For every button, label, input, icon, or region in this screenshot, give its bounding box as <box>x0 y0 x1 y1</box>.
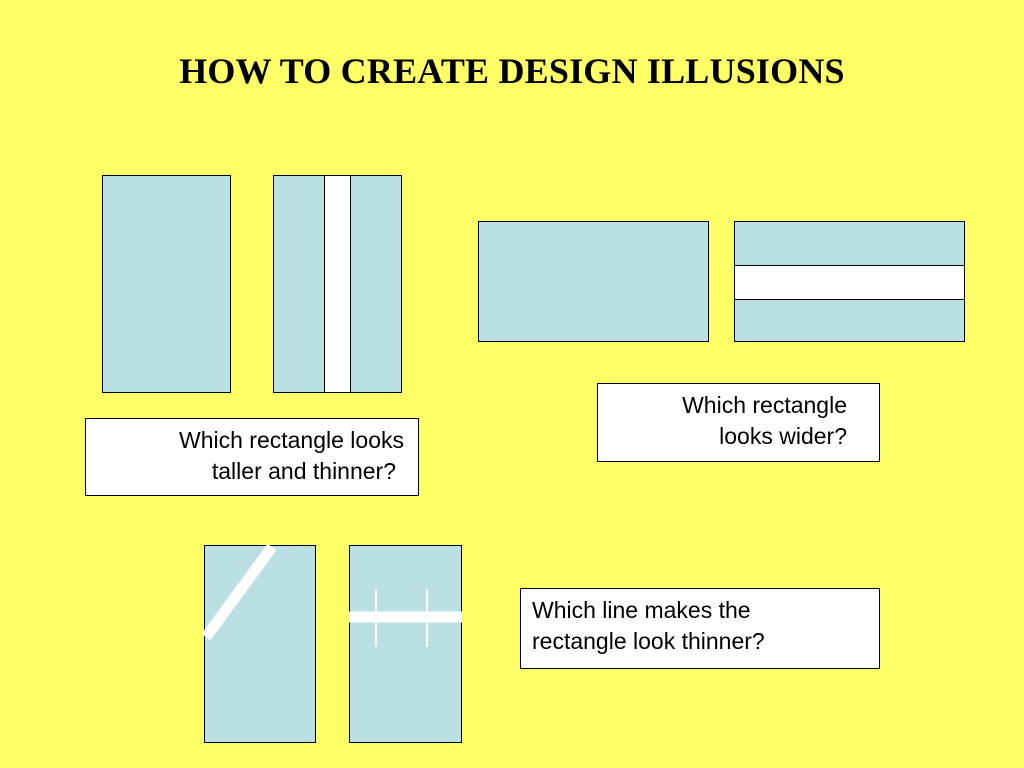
caption-wider: Which rectangle looks wider? <box>597 383 880 462</box>
caption-line-thinner: Which line makes the rectangle look thin… <box>520 588 880 669</box>
vertical-white-stripe <box>324 176 351 392</box>
plain-wide-rectangle <box>478 221 709 342</box>
plain-tall-rectangle <box>102 175 231 393</box>
wide-rectangle-with-horizontal-stripe <box>734 221 965 342</box>
caption-thinner-line-2: rectangle look thinner? <box>532 628 765 654</box>
caption-taller-line-1: Which rectangle looks <box>179 427 404 453</box>
caption-wider-line-1: Which rectangle <box>682 392 847 418</box>
rectangle-with-horizontal-line <box>349 545 462 743</box>
caption-taller-thinner: Which rectangle looks taller and thinner… <box>85 418 419 496</box>
rectangle-with-diagonal-line <box>204 545 316 743</box>
slide-title: HOW TO CREATE DESIGN ILLUSIONS <box>179 51 845 91</box>
caption-wider-line-2: looks wider? <box>719 423 847 449</box>
caption-taller-line-2: taller and thinner? <box>211 458 396 484</box>
diagonal-white-line <box>201 543 277 641</box>
tall-rectangle-with-vertical-stripe <box>273 175 402 393</box>
caption-thinner-line-1: Which line makes the <box>532 597 751 623</box>
horizontal-white-stripe <box>735 265 964 300</box>
